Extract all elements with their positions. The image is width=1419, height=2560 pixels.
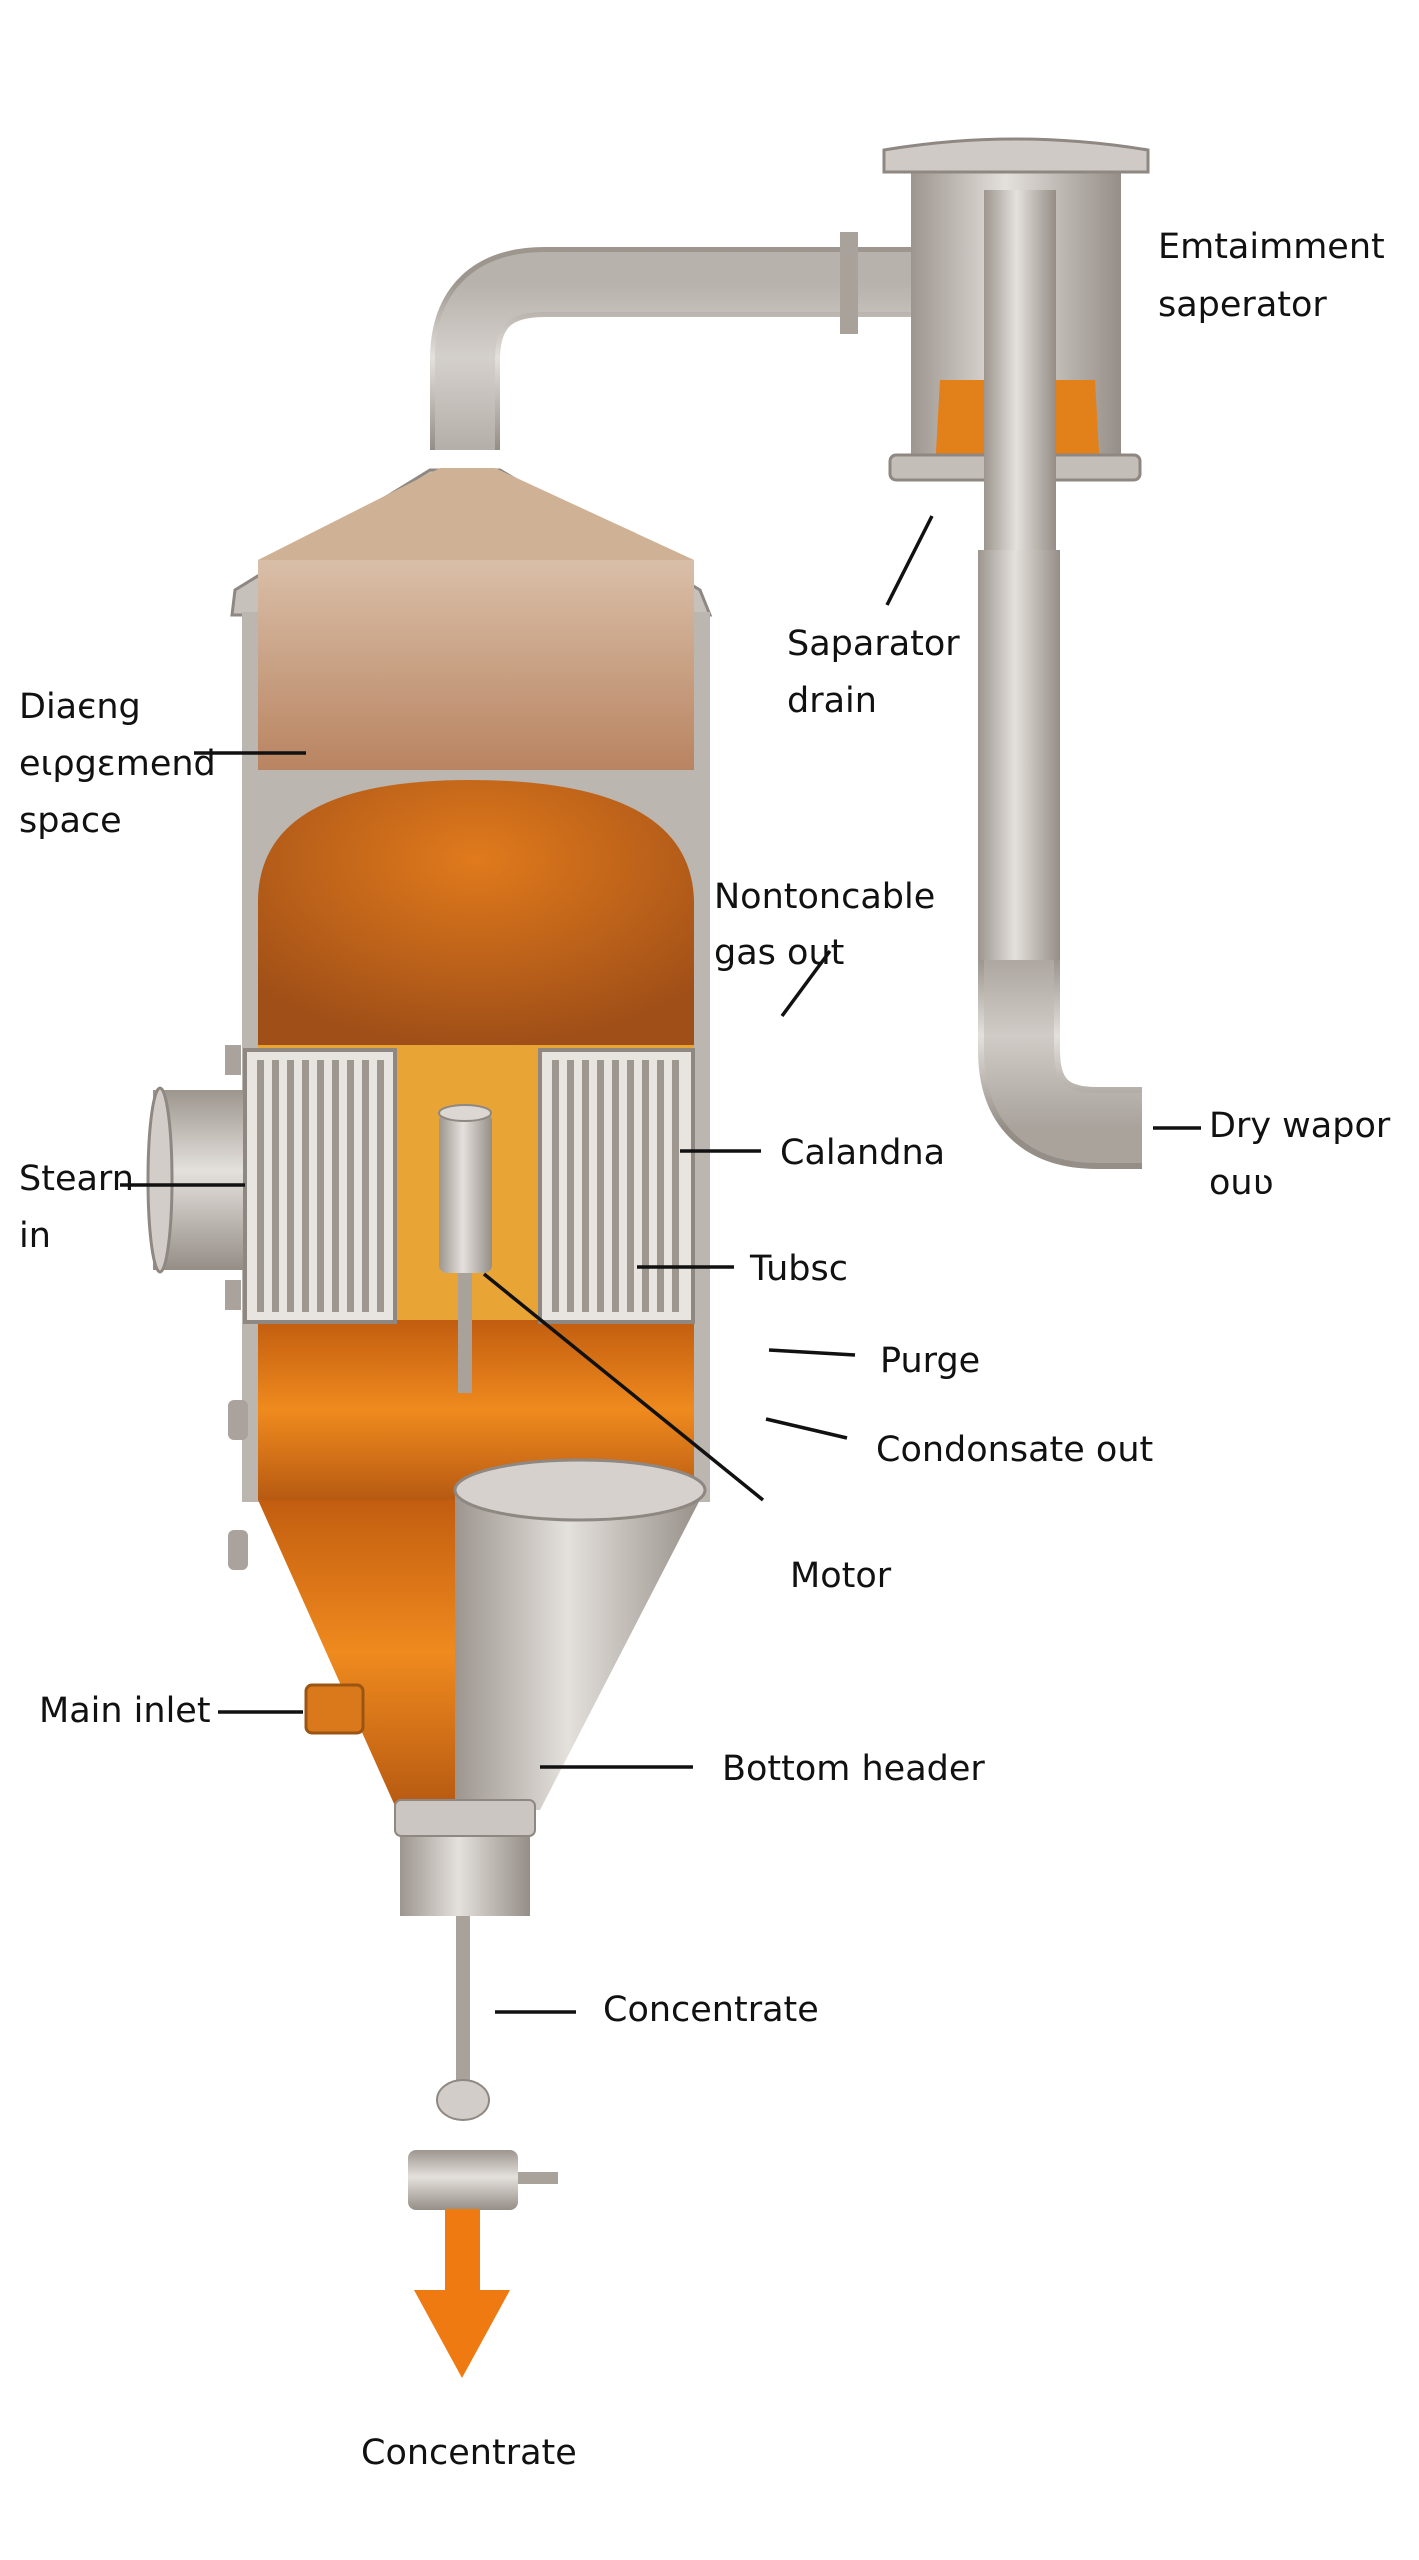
pipe-flange bbox=[840, 232, 858, 334]
motor bbox=[438, 1104, 492, 1393]
arrow-separator-drain bbox=[885, 515, 934, 606]
tube bbox=[302, 1060, 309, 1312]
tube bbox=[272, 1060, 279, 1312]
label-tubes: Tubsc bbox=[749, 1249, 848, 1289]
label-separator-drain-2: drain bbox=[787, 681, 877, 721]
concentrate-flow-arrow bbox=[414, 2209, 510, 2378]
tube bbox=[642, 1060, 649, 1312]
label-bottom-header: Bottom header bbox=[722, 1749, 985, 1789]
label-entrainment-separator-2: saperator bbox=[1158, 285, 1327, 325]
outlet-valve bbox=[408, 2150, 518, 2210]
label-noncondensable-2: gas out bbox=[714, 933, 844, 973]
tube bbox=[552, 1060, 559, 1312]
label-arrows bbox=[120, 515, 1201, 2014]
label-calandria: Calandna bbox=[780, 1133, 945, 1173]
label-disengagement-1: Diaєng bbox=[19, 687, 141, 727]
tube bbox=[627, 1060, 634, 1312]
tube bbox=[347, 1060, 354, 1312]
concentrate-outlet bbox=[394, 1799, 558, 2210]
calandria-tubes bbox=[243, 1048, 695, 1324]
disengagement-space bbox=[258, 560, 694, 770]
label-purge: Purge bbox=[880, 1341, 980, 1381]
tube bbox=[567, 1060, 574, 1312]
tube bbox=[672, 1060, 679, 1312]
label-concentrate-mid: Concentrate bbox=[603, 1990, 819, 2030]
vapor-pipe bbox=[430, 232, 940, 450]
tube bbox=[317, 1060, 324, 1312]
label-noncondensable-1: Nontoncable bbox=[714, 877, 935, 917]
labels: Emtaimment saperator Saparator drain Dia… bbox=[19, 227, 1391, 2473]
dry-vapor-pipe bbox=[978, 190, 1142, 1169]
tube bbox=[362, 1060, 369, 1312]
tube bbox=[287, 1060, 294, 1312]
label-disengagement-2: eιρgεmend bbox=[19, 744, 216, 784]
label-dry-vapor-1: Dry wapor bbox=[1209, 1106, 1391, 1146]
label-separator-drain-1: Saparator bbox=[787, 624, 960, 664]
arrow-condensate bbox=[765, 1417, 848, 1440]
steam-inlet bbox=[146, 1086, 248, 1274]
arrow-motor bbox=[482, 1272, 765, 1502]
arrow-gas-out bbox=[780, 949, 832, 1018]
label-motor: Motor bbox=[790, 1556, 892, 1596]
tube bbox=[582, 1060, 589, 1312]
label-steam-in-2: in bbox=[19, 1216, 51, 1256]
main-inlet-nozzle bbox=[304, 1683, 365, 1735]
label-condensate-out: Condonsate out bbox=[876, 1430, 1153, 1470]
label-entrainment-separator-1: Emtaimment bbox=[1158, 227, 1385, 267]
arrow-purge bbox=[768, 1348, 856, 1357]
bottom-header-cutaway bbox=[455, 1480, 705, 1810]
tube bbox=[332, 1060, 339, 1312]
tube bbox=[377, 1060, 384, 1312]
label-disengagement-3: space bbox=[19, 801, 122, 841]
label-dry-vapor-2: ouʋ bbox=[1209, 1163, 1274, 1203]
tube bbox=[657, 1060, 664, 1312]
label-concentrate-bottom: Concentrate bbox=[361, 2433, 577, 2473]
foam bbox=[258, 780, 694, 1045]
tube bbox=[257, 1060, 264, 1312]
tube bbox=[597, 1060, 604, 1312]
tube bbox=[612, 1060, 619, 1312]
label-main-inlet: Main inlet bbox=[39, 1691, 211, 1731]
label-steam-in-1: Stearn bbox=[19, 1159, 134, 1199]
